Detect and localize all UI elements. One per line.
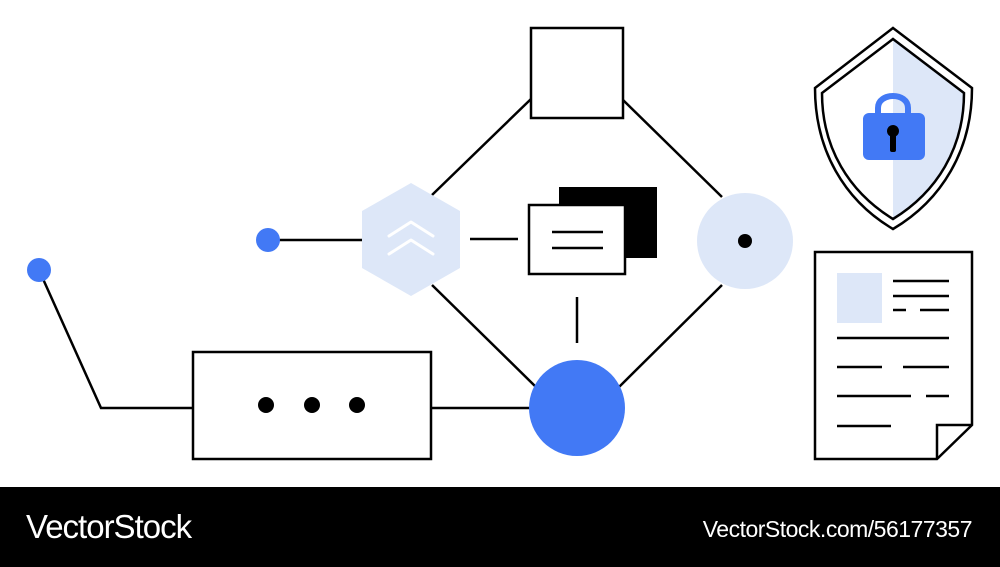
diamond-lower-right-edge (617, 284, 723, 389)
diamond-lower-left-edge (431, 284, 538, 389)
brand-logo-text: VectorStock (26, 508, 192, 545)
front-card (527, 203, 627, 276)
right-circle-center-dot (738, 234, 752, 248)
document-folded-corner (935, 423, 972, 459)
document-image-placeholder (837, 273, 882, 323)
stacked-cards-icon (527, 187, 657, 276)
bottom-blue-circle-node (529, 360, 625, 456)
left-endpoint-dot (27, 258, 51, 282)
shield-right-half-fill (893, 39, 964, 219)
diamond-upper-right-edge (621, 98, 723, 198)
chevrons-up-icon (387, 220, 435, 256)
network-security-illustration (27, 26, 974, 461)
right-circle-node (697, 193, 793, 289)
document-icon (813, 250, 974, 461)
top-square-node (529, 26, 625, 120)
hexagon-endpoint-dot (256, 228, 280, 252)
padlock-shackle (875, 93, 911, 116)
document-text-lines (837, 279, 949, 428)
hexagon-node (362, 183, 460, 296)
shield-inner-outline (820, 37, 966, 221)
ellipsis-box (191, 350, 433, 461)
left-connector-line (37, 269, 193, 410)
padlock-icon (863, 93, 925, 160)
ellipsis-dots-icon (258, 397, 365, 413)
connector-lines (37, 98, 723, 410)
padlock-keyhole-slot (890, 131, 896, 152)
image-id-text: VectorStock.com/56177357 (702, 516, 973, 542)
shield-icon (813, 26, 974, 231)
watermark-footer: VectorStock VectorStock.com/56177357 (0, 487, 1000, 567)
diamond-upper-left-edge (431, 98, 532, 196)
